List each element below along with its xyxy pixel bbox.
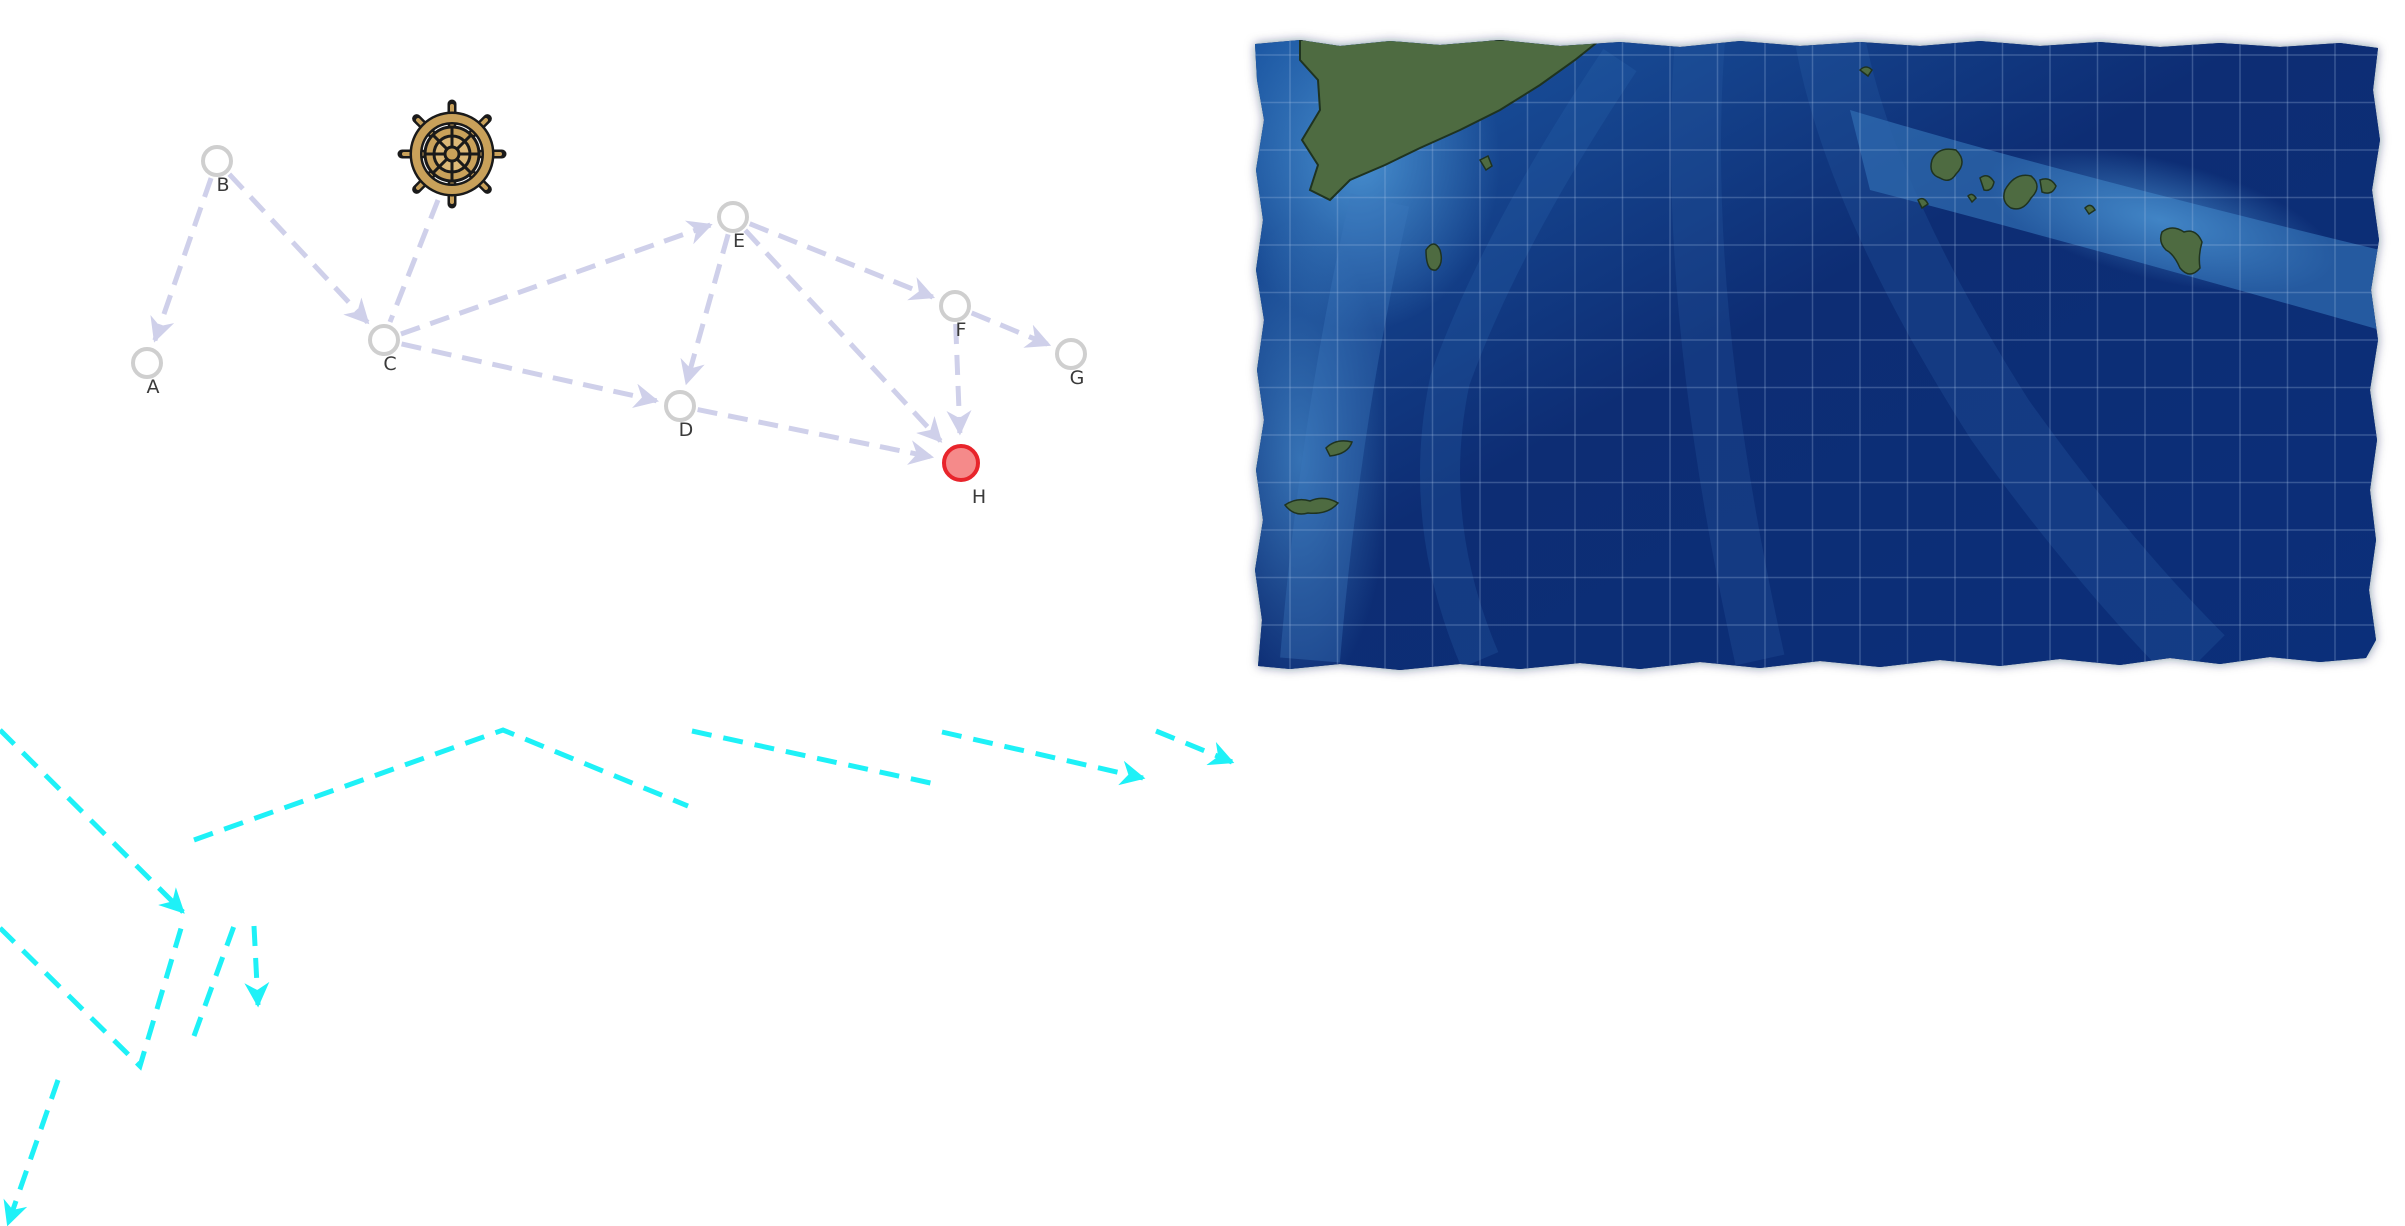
node-label: G	[1070, 367, 1085, 389]
node-marker[interactable]	[131, 347, 163, 379]
node-label: A	[147, 376, 160, 398]
route-C-E	[400, 220, 713, 337]
route-graph	[150, 172, 1052, 465]
route-F-G	[970, 310, 1052, 348]
node-a[interactable]: A	[131, 347, 163, 398]
node-c[interactable]: C	[368, 324, 400, 375]
route-E-D	[680, 233, 731, 386]
node-h[interactable]: H	[942, 444, 986, 508]
node-marker[interactable]	[1055, 338, 1087, 370]
node-marker[interactable]	[939, 290, 971, 322]
node-marker[interactable]	[201, 145, 233, 177]
node-label: F	[956, 319, 967, 341]
wind-trails	[0, 727, 1235, 1226]
node-layer: A B C D E F G H	[131, 145, 1087, 508]
node-label: B	[216, 174, 229, 196]
nautical-map[interactable]	[1210, 0, 2390, 700]
node-marker[interactable]	[942, 444, 980, 482]
node-g[interactable]: G	[1055, 338, 1087, 389]
ship-wheel-icon[interactable]	[397, 99, 507, 209]
node-f[interactable]: F	[939, 290, 971, 341]
node-e[interactable]: E	[717, 201, 749, 252]
route-C-D	[401, 341, 660, 409]
route-B-C	[227, 172, 370, 325]
node-marker[interactable]	[664, 390, 696, 422]
node-marker[interactable]	[717, 201, 749, 233]
node-marker[interactable]	[368, 324, 400, 356]
player-tether	[387, 199, 441, 323]
node-label: D	[679, 419, 694, 441]
node-d[interactable]: D	[664, 390, 696, 441]
route-F-H	[946, 323, 972, 436]
node-label: E	[733, 230, 745, 252]
route-B-A	[150, 177, 214, 343]
node-label: C	[383, 353, 396, 375]
route-D-H	[697, 407, 935, 465]
route-E-F	[748, 221, 936, 301]
node-b[interactable]: B	[201, 145, 233, 196]
node-label: H	[972, 486, 986, 508]
route-E-H	[743, 228, 943, 443]
